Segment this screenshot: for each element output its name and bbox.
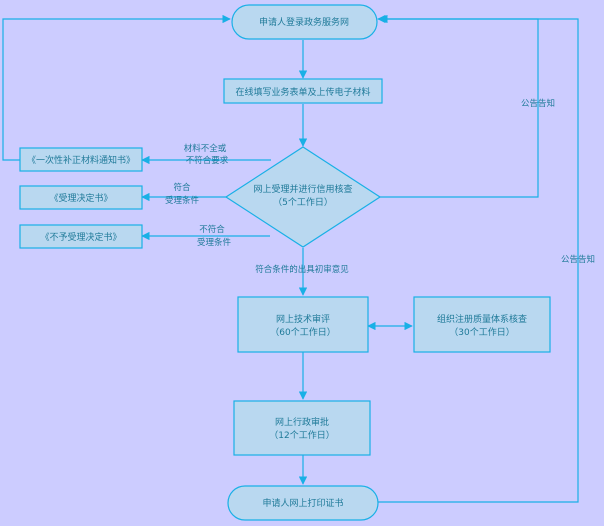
tech-review-box bbox=[237, 296, 369, 353]
fill-form-box bbox=[223, 78, 383, 104]
review-diamond bbox=[224, 146, 382, 248]
accept-doc-label: 《受理决定书》 bbox=[49, 192, 112, 204]
fill-form-label: 在线填写业务表单及上传电子材料 bbox=[235, 86, 370, 98]
tech-review-label-line2: （60个工作日） bbox=[270, 326, 335, 338]
end-node-label: 申请人网上打印证书 bbox=[262, 497, 343, 509]
supplement-notice-box bbox=[19, 147, 143, 172]
notice-label-right: 公告告知 bbox=[521, 98, 555, 109]
arrow-review-notice-to-start bbox=[377, 14, 539, 198]
meets-label-line1: 符合 bbox=[173, 182, 191, 193]
start-node-label: 申请人登录政务服务网 bbox=[259, 16, 349, 28]
admin-approval-box bbox=[233, 400, 371, 456]
arrow-end-notice-to-start bbox=[378, 14, 579, 503]
start-node bbox=[231, 4, 378, 40]
quality-check-label-line2: （30个工作日） bbox=[449, 326, 514, 338]
meets-label-line2: 受理条件 bbox=[165, 195, 200, 206]
arrow-supplement-to-start bbox=[2, 14, 231, 161]
notmeet-label-line2: 受理条件 bbox=[197, 237, 232, 248]
notmeet-label-line1: 不符合 bbox=[199, 224, 225, 235]
reject-doc-label: 《不予受理决定书》 bbox=[40, 231, 121, 243]
tech-review-label-line1: 网上技术审评 bbox=[276, 313, 330, 325]
quality-check-label-line1: 组织注册质量体系核查 bbox=[437, 313, 527, 325]
quality-check-box bbox=[413, 296, 551, 353]
review-label-line1: 网上受理并进行信用核查 bbox=[253, 183, 352, 195]
incomplete-label-line2: 不符合要求 bbox=[186, 155, 229, 166]
notice-label-far-right: 公告告知 bbox=[561, 254, 595, 265]
admin-approval-label-line1: 网上行政审批 bbox=[275, 416, 329, 428]
accept-doc-box bbox=[19, 185, 143, 210]
incomplete-label-line1: 材料不全或 bbox=[184, 143, 227, 154]
reject-doc-box bbox=[19, 224, 143, 249]
preliminary-opinion-label: 符合条件的出具初审意见 bbox=[255, 264, 349, 275]
supplement-notice-label: 《一次性补正材料通知书》 bbox=[27, 154, 135, 166]
review-label-line2: （5个工作日） bbox=[273, 196, 333, 208]
admin-approval-label-line2: （12个工作日） bbox=[269, 429, 334, 441]
end-node bbox=[227, 485, 379, 521]
